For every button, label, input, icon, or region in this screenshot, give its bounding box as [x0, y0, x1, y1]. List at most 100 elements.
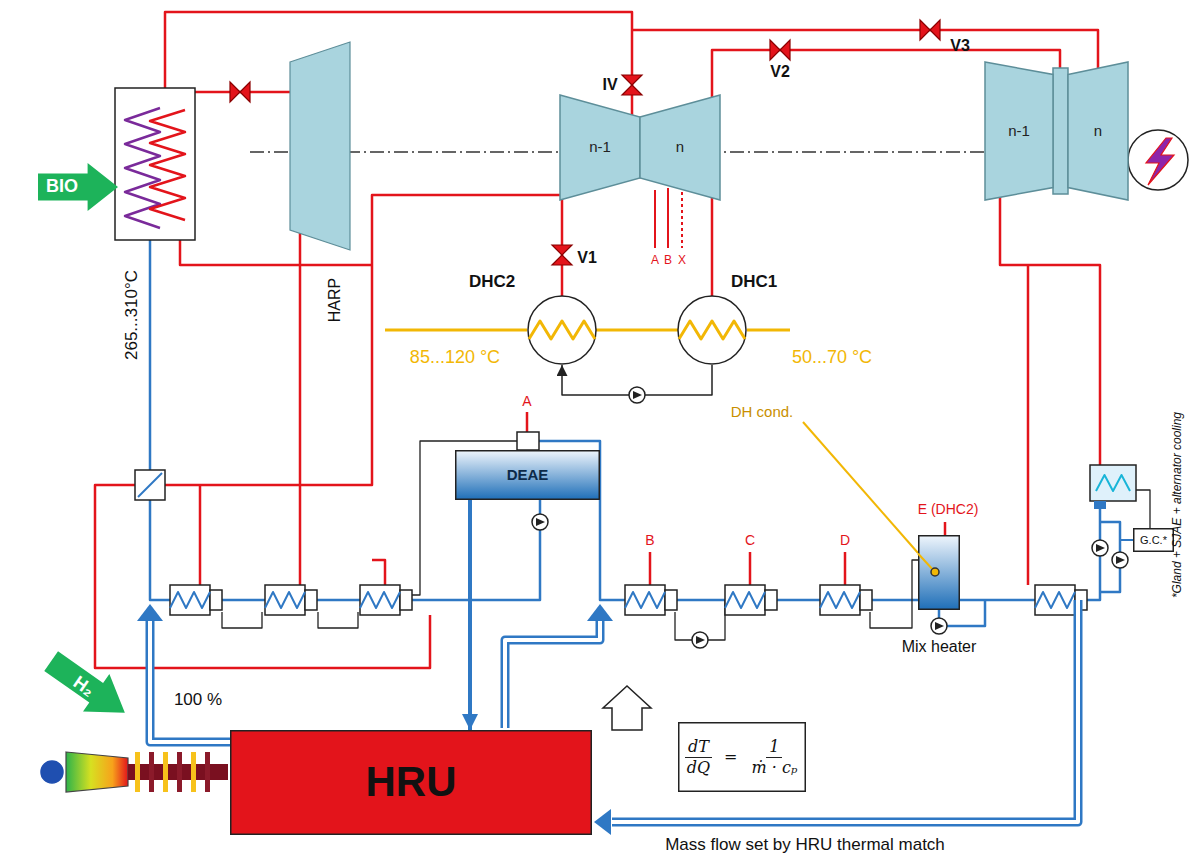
pump-arrow	[1116, 556, 1125, 564]
node-label: DHC1	[731, 273, 777, 292]
flow-arrowhead	[594, 809, 611, 835]
temperature-label: 50...70 °C	[792, 348, 872, 368]
heater-coil	[1035, 592, 1075, 608]
boiler-coil	[150, 110, 185, 220]
node-label: DEAE	[507, 467, 549, 484]
extraction-label: D	[840, 533, 850, 548]
formula-box-outline	[679, 723, 806, 792]
arrow-outline	[38, 163, 118, 211]
formula-term: 1	[766, 737, 782, 758]
gt-blade	[163, 752, 168, 792]
pump-arrow	[935, 622, 944, 630]
gt-blade	[205, 752, 210, 792]
extraction-pipe	[844, 552, 847, 585]
pipe-connector	[468, 500, 472, 730]
extraction-pipe	[749, 552, 752, 585]
turbine-outline	[1068, 62, 1128, 200]
formula-term: dQ	[684, 758, 713, 778]
heat-exchanger: DHC1	[677, 295, 747, 365]
formula-group: =	[721, 747, 740, 767]
extraction-pipe	[199, 485, 202, 585]
heater-drain	[860, 590, 872, 610]
extraction-label: X	[678, 254, 686, 267]
leader-dot	[931, 568, 939, 576]
steam-pipe	[299, 232, 302, 585]
heater-coil	[725, 592, 765, 608]
heater	[625, 585, 665, 615]
extraction-pipe	[649, 552, 652, 585]
turbine-outline	[560, 95, 640, 200]
extraction-pipe	[372, 560, 385, 585]
valve-label: IV	[602, 76, 617, 94]
heater-drain	[400, 590, 412, 610]
turbine-outline	[985, 62, 1053, 200]
heater-drain	[765, 590, 777, 610]
condensate-pipe	[539, 441, 1100, 600]
gt-blade	[191, 752, 196, 792]
extraction-pipe	[1027, 265, 1030, 585]
pump	[532, 514, 548, 530]
drain-line	[222, 612, 262, 628]
leader-line	[803, 422, 918, 553]
node-label: G.C.*	[1140, 534, 1167, 546]
note: Mass flow set by HRU thermal match	[665, 836, 945, 855]
valve-label: V2	[770, 63, 790, 81]
heat-recovery-unit-outline	[231, 731, 592, 835]
heater-coil	[265, 592, 305, 608]
drain-line	[708, 600, 725, 640]
heater-drain	[305, 590, 317, 610]
district-heating-pipe	[747, 329, 790, 332]
mix-heater: Mix heater	[918, 535, 960, 610]
valve	[552, 245, 572, 265]
gland-condenser: G.C.*	[1133, 528, 1174, 552]
condenser	[1090, 465, 1136, 501]
flow-fraction: 100 %	[174, 691, 222, 710]
extraction-label: E (DHC2)	[918, 502, 979, 517]
heater	[1035, 585, 1075, 615]
drain-line	[870, 560, 918, 628]
pipe-connector	[711, 198, 714, 296]
formula-group: dTdQ	[684, 737, 713, 777]
node-label: Mix heater	[902, 638, 977, 656]
steam-pipe	[95, 485, 430, 668]
exchanger-outline	[678, 296, 746, 364]
heat-exchanger: DHC2	[527, 295, 597, 365]
gt-compressor	[66, 752, 128, 792]
gt-inlet	[41, 761, 63, 783]
heater	[360, 585, 400, 615]
heater-drain	[210, 590, 222, 610]
feedwater-pipe	[150, 240, 540, 600]
vent-line	[1136, 490, 1150, 528]
gland-condenser-outline	[1134, 529, 1174, 552]
valve	[920, 20, 940, 40]
extraction-label: C	[745, 533, 755, 548]
hotwell	[1094, 501, 1106, 509]
heater	[265, 585, 305, 615]
hp-turbine	[290, 42, 350, 250]
arrow-outline	[38, 642, 138, 731]
deaerator: DEAE	[455, 450, 600, 500]
condensate-pipe	[938, 610, 941, 618]
valve-label: V1	[577, 249, 597, 267]
district-heating-pipe	[385, 329, 527, 332]
valve	[770, 40, 790, 60]
exchanger-outline	[528, 296, 596, 364]
heat-recovery-unit: HRU	[230, 730, 592, 835]
extraction-label: A	[651, 254, 659, 267]
heater-drain	[665, 590, 677, 610]
turbine-stage: n-1	[560, 95, 640, 200]
node-label: n	[676, 139, 684, 156]
fuel-arrow: H₂	[42, 652, 134, 722]
drain-line	[675, 612, 692, 640]
exchanger-coil	[679, 321, 745, 339]
boiler	[115, 88, 195, 240]
turbine-outline	[640, 95, 720, 200]
condenser-coil	[1096, 475, 1130, 491]
gt-blade	[149, 752, 154, 792]
valve	[230, 82, 250, 102]
exhaust-arrow	[603, 686, 651, 730]
heater-coil	[820, 592, 860, 608]
heater	[725, 585, 765, 615]
pump-arrow	[536, 518, 545, 526]
